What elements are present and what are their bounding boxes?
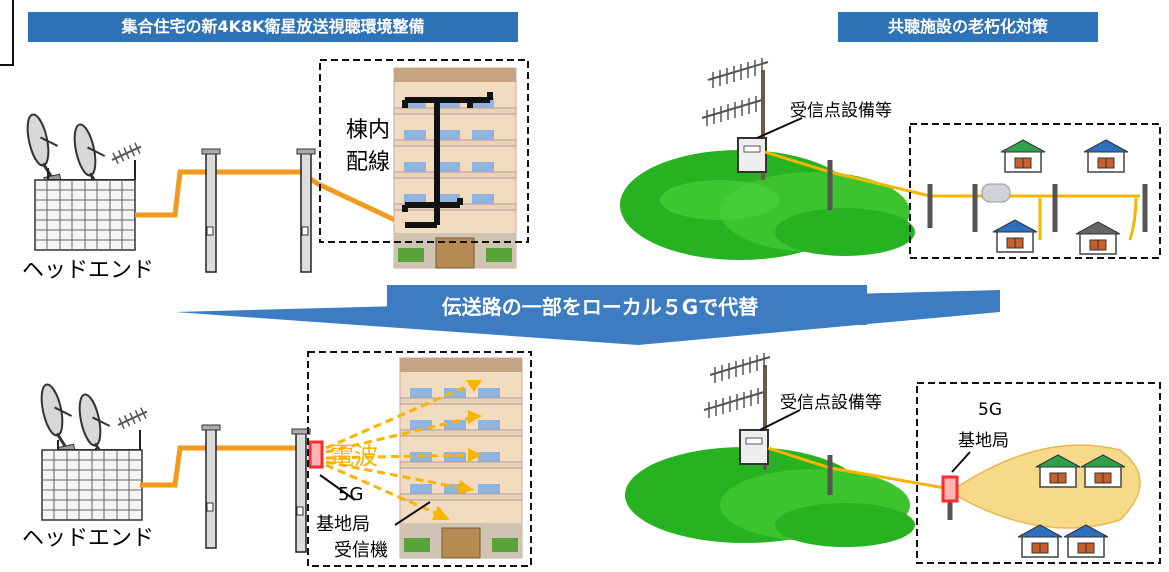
title-right: 共聴施設の老朽化対策 bbox=[838, 12, 1098, 42]
antenna-icon bbox=[111, 142, 142, 165]
5g-station-label-line2: 基地局 bbox=[316, 514, 370, 535]
utility-pole-icon bbox=[201, 148, 221, 273]
headend-equipment-icon bbox=[41, 449, 143, 521]
5g-station-label-line1: 5G bbox=[338, 484, 364, 505]
bottom-right-panel bbox=[625, 352, 1161, 564]
building-dashed-box bbox=[319, 59, 529, 243]
utility-pole-icon bbox=[296, 148, 316, 273]
receiving-equipment-label: 受信点設備等 bbox=[780, 393, 882, 413]
radio-wave-label: 電波 bbox=[330, 442, 378, 470]
hill-icon bbox=[625, 447, 915, 547]
house-icon bbox=[1063, 524, 1109, 558]
receiver-label: 受信機 bbox=[334, 540, 388, 561]
5g-station-icon bbox=[308, 440, 324, 469]
headend-label: ヘッドエンド bbox=[22, 526, 155, 551]
area-dashed-box bbox=[909, 123, 1161, 259]
cable-line bbox=[764, 150, 1140, 198]
antenna-icon bbox=[117, 407, 148, 430]
wiring-label-line1: 棟内 bbox=[346, 112, 391, 144]
area-dashed-box bbox=[916, 382, 1161, 564]
top-left-panel bbox=[22, 59, 529, 273]
antenna-icon bbox=[701, 57, 769, 127]
antenna-icon bbox=[703, 352, 771, 419]
receiver-box-icon bbox=[737, 137, 767, 173]
banner-text: 伝送路の一部をローカル５Gで代替 bbox=[441, 295, 759, 319]
top-right-panel bbox=[620, 57, 1161, 260]
house-icon bbox=[1083, 139, 1129, 173]
cable-line bbox=[140, 445, 300, 488]
title-left: 集合住宅の新4K8K衛星放送視聴環境整備 bbox=[28, 12, 518, 42]
banner-box bbox=[387, 285, 867, 325]
frame-corner bbox=[0, 0, 14, 66]
house-icon bbox=[992, 219, 1038, 253]
amplifier-icon bbox=[981, 183, 1011, 203]
5g-station-label-line2: 基地局 bbox=[958, 431, 1009, 451]
5g-station-label-line1: 5G bbox=[978, 400, 1002, 420]
utility-pole-icon bbox=[201, 424, 221, 549]
headend-equipment-icon bbox=[34, 179, 136, 251]
5g-station-icon bbox=[941, 475, 959, 503]
headend-label: ヘッドエンド bbox=[22, 258, 155, 283]
house-icon bbox=[1075, 221, 1121, 255]
building-dashed-box bbox=[307, 351, 532, 567]
house-icon bbox=[1017, 524, 1063, 558]
hill-icon bbox=[620, 150, 915, 260]
receiving-equipment-label: 受信点設備等 bbox=[790, 101, 892, 121]
cable-line bbox=[135, 169, 397, 223]
house-icon bbox=[1000, 139, 1046, 173]
wiring-icon bbox=[402, 92, 493, 228]
radio-wave-arrows bbox=[325, 383, 471, 517]
bottom-left-panel bbox=[36, 351, 532, 567]
wiring-label-line2: 配線 bbox=[346, 144, 391, 176]
receiver-box-icon bbox=[739, 429, 769, 465]
